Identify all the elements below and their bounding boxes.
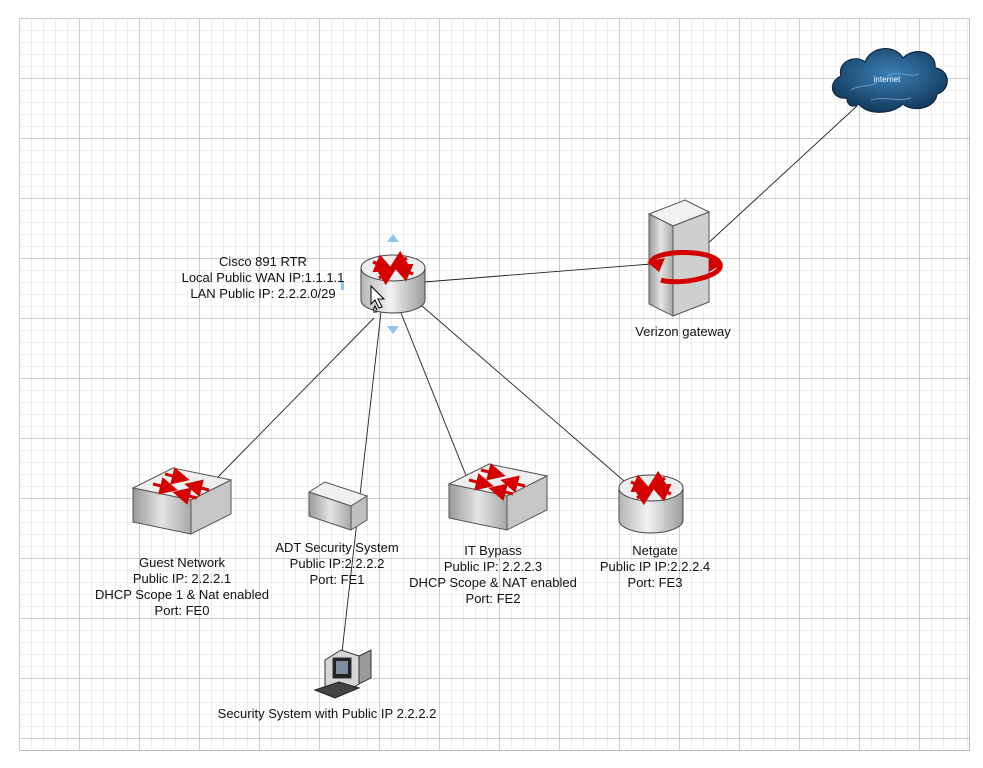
adt-label-line-1: ADT Security System (275, 540, 399, 555)
internet-cloud-icon[interactable]: internet (831, 48, 948, 113)
link-router-netgate (398, 285, 640, 495)
it-bypass-switch-icon[interactable] (447, 463, 549, 531)
it-bypass-label: IT Bypass Public IP: 2.2.2.3 DHCP Scope … (409, 543, 577, 607)
internet-label: internet (874, 75, 901, 84)
router-label-line-1: Cisco 891 RTR (219, 254, 307, 269)
selection-handle-left[interactable] (341, 281, 344, 290)
move-cursor-icon (370, 284, 386, 313)
adt-label-line-3: Port: FE1 (309, 572, 365, 587)
connections (213, 105, 858, 679)
router-label-line-2: Local Public WAN IP:1.1.1.1 (181, 270, 345, 285)
selection-handle-top[interactable] (387, 234, 399, 242)
gateway-label: Verizon gateway (635, 324, 730, 340)
selection-handles[interactable] (341, 234, 399, 334)
link-internet-gateway (704, 105, 858, 247)
link-router-gateway (423, 263, 652, 283)
guest-label-line-3: DHCP Scope 1 & Nat enabled (95, 587, 269, 602)
link-router-itbypass (390, 287, 480, 509)
security-pc-label: Security System with Public IP 2.2.2.2 (218, 706, 437, 722)
itbypass-label-line-2: Public IP: 2.2.2.3 (443, 559, 543, 574)
guest-label-line-1: Guest Network (139, 555, 225, 570)
pc-label-line-1: Security System with Public IP 2.2.2.2 (217, 706, 437, 721)
netgate-label-line-2: Public IP IP:2.2.2.4 (599, 559, 711, 574)
link-router-security-pc (338, 285, 385, 679)
verizon-gateway-icon[interactable] (647, 199, 723, 317)
netgate-label-line-3: Port: FE3 (627, 575, 683, 590)
network-diagram: internet (131, 48, 948, 699)
itbypass-label-line-1: IT Bypass (464, 543, 522, 558)
adt-security-system-icon[interactable] (307, 481, 369, 531)
gateway-label-line-1: Verizon gateway (635, 324, 731, 339)
netgate-label-line-1: Netgate (632, 543, 678, 558)
guest-network-label: Guest Network Public IP: 2.2.2.1 DHCP Sc… (95, 555, 269, 619)
security-pc-icon[interactable] (313, 649, 372, 699)
router-label-line-3: LAN Public IP: 2.2.2.0/29 (190, 286, 336, 301)
adt-label: ADT Security System Public IP:2.2.2.2 Po… (275, 540, 398, 588)
guest-label-line-4: Port: FE0 (154, 603, 210, 618)
netgate-router-icon[interactable] (618, 470, 684, 534)
router-label: Cisco 891 RTR Local Public WAN IP:1.1.1.… (182, 254, 345, 302)
itbypass-label-line-3: DHCP Scope & NAT enabled (409, 575, 577, 590)
selection-handle-bottom[interactable] (387, 326, 399, 334)
netgate-label: Netgate Public IP IP:2.2.2.4 Port: FE3 (600, 543, 710, 591)
diagram-canvas: internet (19, 18, 970, 751)
adt-label-line-2: Public IP:2.2.2.2 (289, 556, 385, 571)
itbypass-label-line-4: Port: FE2 (465, 591, 521, 606)
guest-label-line-2: Public IP: 2.2.2.1 (132, 571, 232, 586)
guest-network-switch-icon[interactable] (131, 467, 233, 535)
link-router-guest (213, 317, 375, 482)
